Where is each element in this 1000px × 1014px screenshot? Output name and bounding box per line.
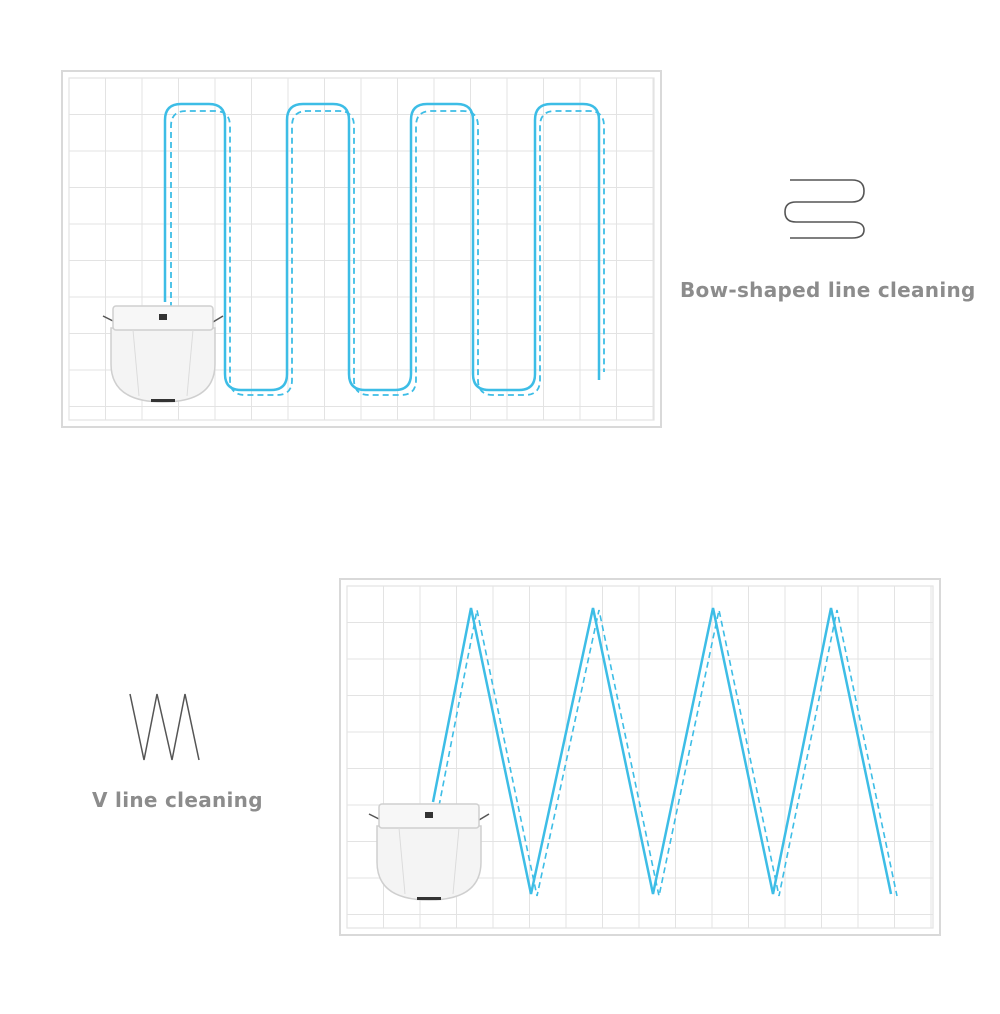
- bow-cleaning-diagram: [61, 70, 662, 428]
- bow-dashed-path: [170, 110, 605, 396]
- zigzag-path-icon: [124, 690, 204, 764]
- v-cleaning-diagram: [339, 578, 941, 936]
- robot-vacuum: [368, 803, 490, 901]
- bow-diagram-canvas: [68, 77, 655, 421]
- v-caption: V line cleaning: [92, 788, 263, 812]
- robot-vacuum: [102, 305, 224, 403]
- v-diagram-canvas: [346, 585, 934, 929]
- v-dashed-path: [438, 609, 898, 897]
- bow-path-icon: [780, 176, 870, 242]
- bow-solid-path: [163, 102, 601, 392]
- v-solid-path: [431, 607, 893, 895]
- bow-caption: Bow-shaped line cleaning: [680, 278, 976, 302]
